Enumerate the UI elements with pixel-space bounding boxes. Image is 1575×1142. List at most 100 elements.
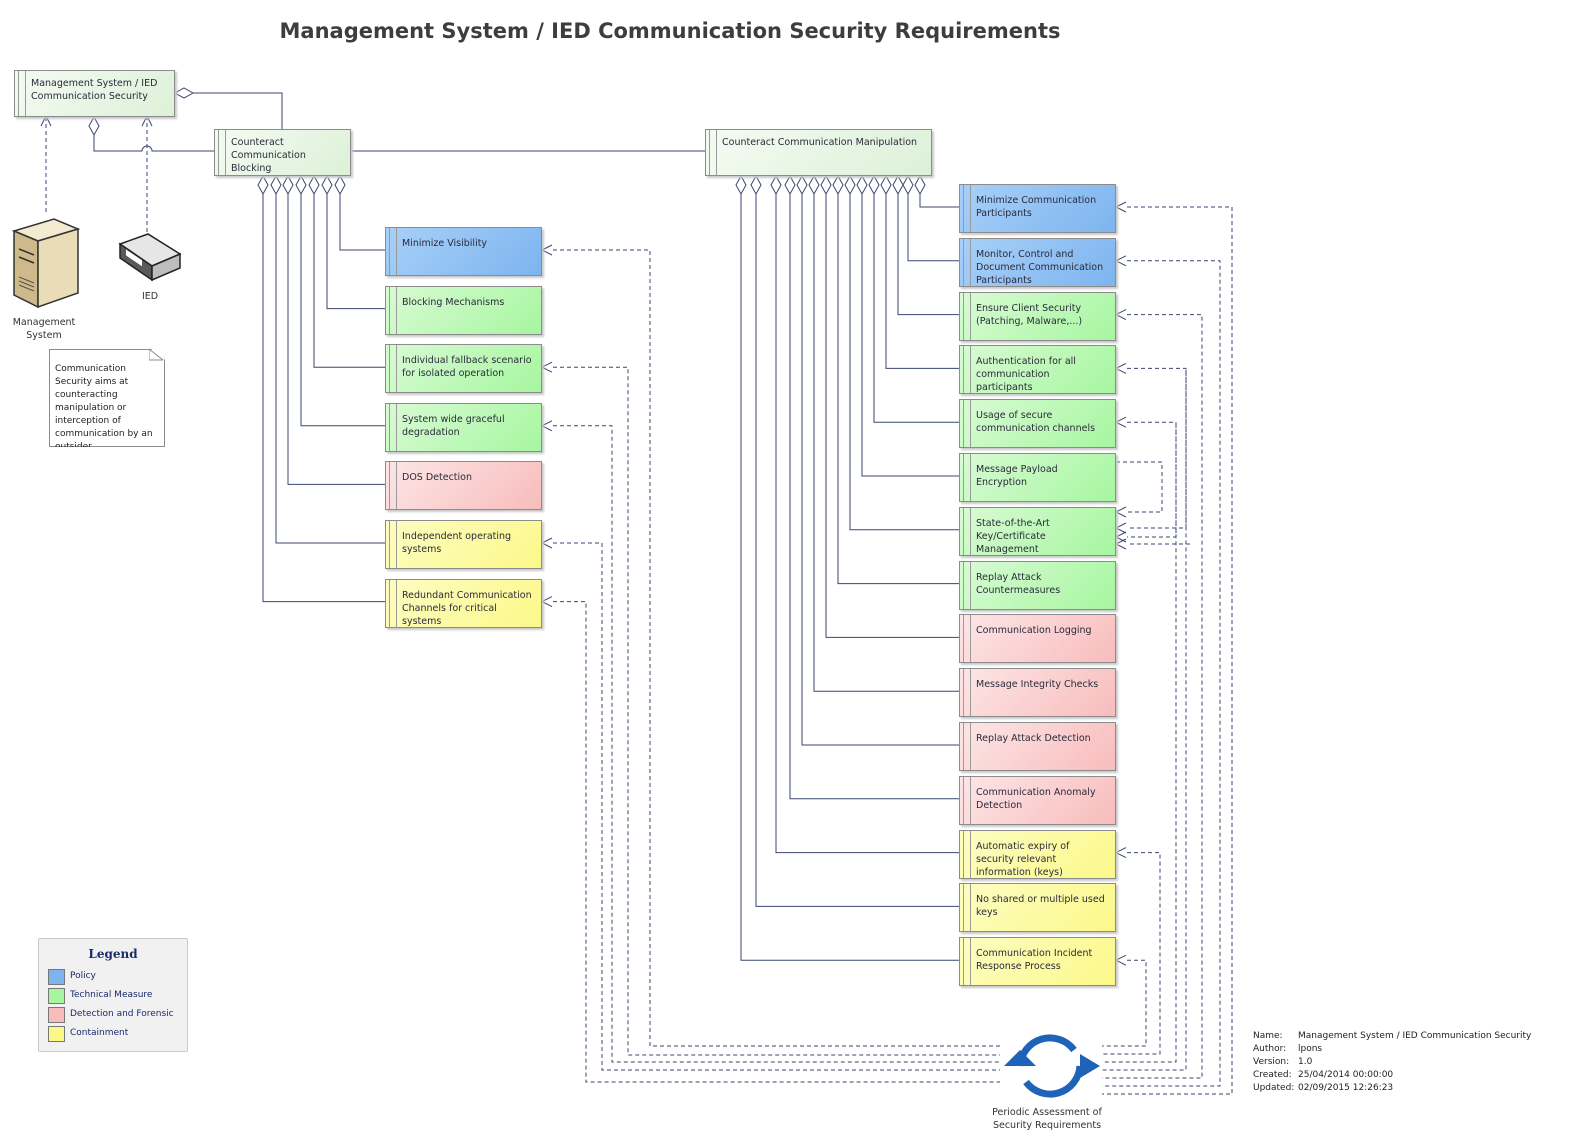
requirement-label: DOS Detection — [402, 472, 472, 484]
meta-updated: 02/09/2015 12:26:23 — [1298, 1083, 1394, 1093]
arrowhead — [540, 537, 553, 549]
manipulation-requirement-2[interactable]: Monitor, Control and Document Communicat… — [959, 237, 1116, 287]
aggregation-connector — [300, 194, 385, 427]
group-counteract-manipulation[interactable]: Counteract Communication Manipulation — [705, 129, 932, 176]
aggregation-connector — [740, 194, 959, 961]
aggregation-diamond — [856, 174, 868, 196]
group-counteract-blocking[interactable]: Counteract Communication Blocking — [214, 129, 351, 176]
manipulation-requirement-1[interactable]: Minimize Communication Participants — [959, 184, 1116, 233]
aggregation-diamond — [295, 174, 307, 196]
requirement-label: Message Integrity Checks — [976, 679, 1099, 691]
aggregation-connector — [801, 194, 959, 746]
manipulation-requirement-7[interactable]: State-of-the-Art Key/Certificate Managem… — [959, 506, 1116, 556]
requirement-label: Individual fallback scenario for isolate… — [402, 355, 532, 380]
blocking-requirement-6[interactable]: Independent operating systems — [385, 520, 542, 569]
legend: Legend Policy Technical Measure Detectio… — [38, 938, 188, 1052]
process-label: Periodic Assessment of Security Requirem… — [992, 1107, 1102, 1131]
aggregation-diamond — [902, 174, 914, 196]
manipulation-requirement-3[interactable]: Ensure Client Security (Patching, Malwar… — [959, 291, 1116, 341]
legend-label: Containment — [70, 1028, 129, 1038]
requirement-label: State-of-the-Art Key/Certificate Managem… — [976, 517, 1050, 555]
aggregation-diamond — [770, 174, 782, 196]
manipulation-requirement-11[interactable]: Replay Attack Detection — [959, 722, 1116, 771]
aggregation-diamond — [880, 174, 892, 196]
blocking-requirement-4[interactable]: System wide graceful degradation — [385, 402, 542, 452]
arrowhead — [540, 244, 553, 256]
note-corner-fold — [149, 348, 164, 361]
meta-created: 25/04/2014 00:00:00 — [1298, 1070, 1394, 1080]
requirement-label: Usage of secure communication channels — [976, 410, 1096, 435]
aggregation-connector — [93, 135, 214, 152]
diagram-title: Management System / IED Communication Se… — [279, 19, 1061, 43]
aggregation-connector — [262, 194, 385, 603]
aggregation-diamond — [832, 174, 844, 196]
requirement-label: Replay Attack Countermeasures — [976, 571, 1061, 596]
dependency-connector — [1102, 314, 1203, 1079]
blocking-requirement-7[interactable]: Redundant Communication Channels for cri… — [385, 578, 542, 628]
legend-label: Technical Measure — [70, 990, 153, 1000]
blocking-requirement-2[interactable]: Blocking Mechanisms — [385, 285, 542, 335]
aggregation-diamond — [321, 174, 333, 196]
root-requirement-label: Management System / IED Communication Se… — [31, 78, 158, 102]
group-blocking-label: Counteract Communication Blocking — [231, 137, 306, 174]
requirement-label: Message Payload Encryption — [976, 464, 1058, 488]
dependency-connector — [1102, 260, 1221, 1087]
dependency-connector — [553, 425, 1000, 1063]
manipulation-requirement-14[interactable]: No shared or multiple used keys — [959, 883, 1116, 933]
ied-device-icon — [118, 233, 182, 282]
aggregation-connector — [313, 194, 385, 368]
management-system-label: Management System — [12, 317, 76, 341]
blocking-requirement-3[interactable]: Individual fallback scenario for isolate… — [385, 344, 542, 394]
legend-swatch — [48, 1026, 65, 1042]
arrowhead — [1114, 531, 1127, 543]
manipulation-requirement-6[interactable]: Message Payload Encryption — [959, 453, 1116, 502]
requirement-label: Blocking Mechanisms — [402, 296, 505, 308]
manipulation-requirement-13[interactable]: Automatic expiry of security relevant in… — [959, 829, 1116, 879]
aggregation-connector — [339, 194, 385, 251]
aggregation-connector — [861, 194, 959, 477]
aggregation-diamond — [735, 174, 747, 196]
dependency-connector — [553, 366, 1000, 1056]
dependency-connector — [1102, 206, 1233, 1095]
manipulation-requirement-9[interactable]: Communication Logging — [959, 614, 1116, 664]
arrowhead — [540, 420, 553, 432]
dependency-connector — [553, 249, 1000, 1047]
meta-version: 1.0 — [1298, 1057, 1313, 1067]
legend-swatch — [48, 988, 65, 1004]
manipulation-requirement-4[interactable]: Authentication for all communication par… — [959, 345, 1116, 395]
dependency-connector — [553, 601, 1000, 1083]
blocking-requirement-1[interactable]: Minimize Visibility — [385, 227, 542, 276]
meta-key: Updated: — [1253, 1083, 1295, 1093]
requirement-label: Replay Attack Detection — [976, 733, 1091, 744]
meta-key: Author: — [1253, 1044, 1287, 1054]
aggregation-connector — [789, 194, 959, 800]
server-icon — [11, 218, 81, 309]
manipulation-requirement-12[interactable]: Communication Anomaly Detection — [959, 775, 1116, 825]
arrowhead — [1114, 255, 1127, 267]
manipulation-requirement-10[interactable]: Message Integrity Checks — [959, 668, 1116, 718]
aggregation-connector — [907, 194, 959, 262]
legend-title: Legend — [88, 947, 138, 961]
requirement-label: No shared or multiple used keys — [976, 894, 1105, 919]
aggregation-diamond — [750, 174, 762, 196]
blocking-requirement-5[interactable]: DOS Detection — [385, 461, 542, 511]
ied-label: IED — [141, 291, 159, 302]
root-requirement-box[interactable]: Management System / IED Communication Se… — [14, 70, 175, 117]
manipulation-requirement-15[interactable]: Communication Incident Response Process — [959, 937, 1116, 987]
manipulation-requirement-5[interactable]: Usage of secure communication channels — [959, 399, 1116, 449]
aggregation-diamond — [868, 174, 880, 196]
manipulation-requirement-8[interactable]: Replay Attack Countermeasures — [959, 560, 1116, 610]
requirement-label: Ensure Client Security (Patching, Malwar… — [976, 302, 1083, 327]
aggregation-diamond — [808, 174, 820, 196]
meta-key: Version: — [1253, 1057, 1290, 1067]
dependency-connector — [1102, 367, 1187, 1071]
requirement-label: Automatic expiry of security relevant in… — [976, 840, 1070, 878]
dependency-connector — [1127, 424, 1177, 538]
arrowhead — [540, 596, 553, 608]
dependency-connector — [553, 542, 1000, 1071]
aggregation-connector — [813, 194, 959, 692]
aggregation-diamond — [270, 174, 282, 196]
description-note: Communication Security aims at counterac… — [49, 349, 165, 447]
requirement-label: Minimize Communication Participants — [976, 195, 1097, 219]
